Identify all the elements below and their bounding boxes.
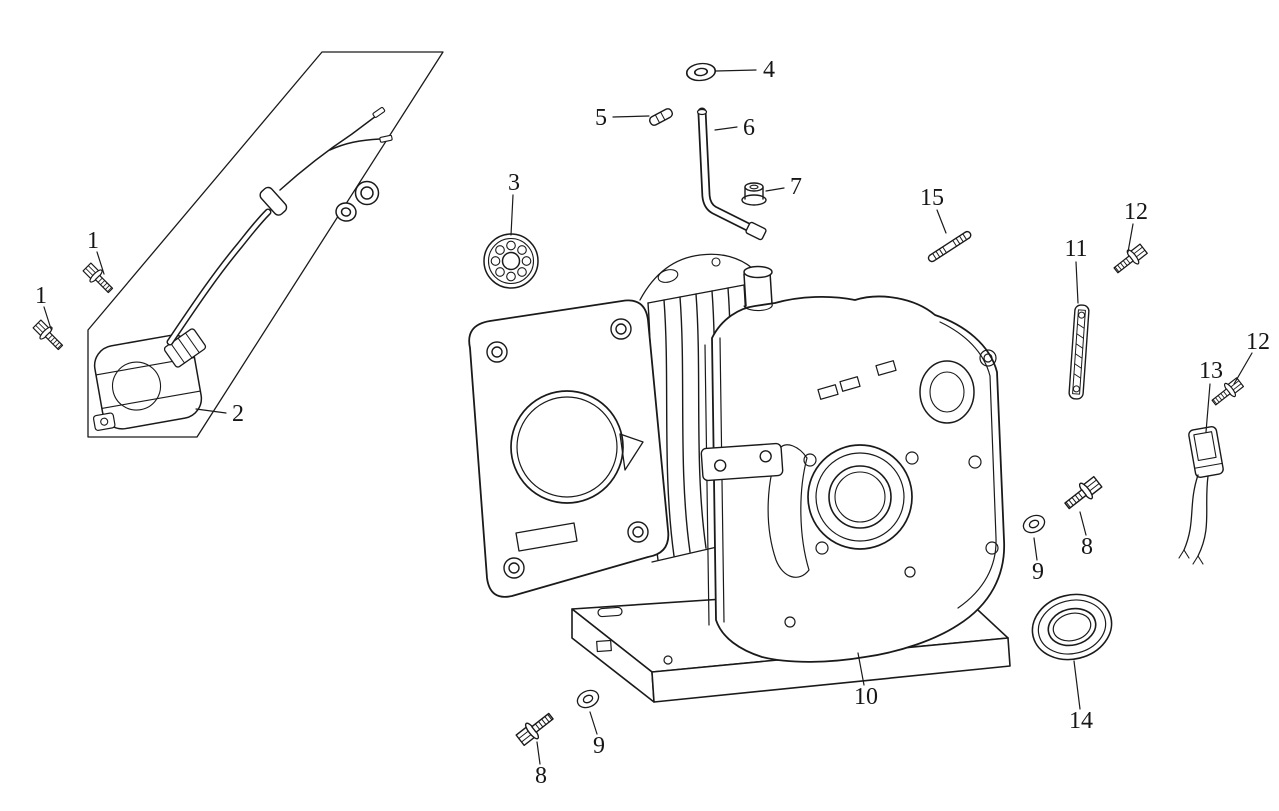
cdi-unit [1178,426,1224,565]
callout-5: 5 [595,105,607,131]
callout-4: 4 [763,57,775,83]
cylinder-head-face [468,299,670,598]
flange-bolt-1a [80,260,117,297]
washer-9b [574,686,602,712]
callout-9a: 9 [1032,559,1044,585]
flange-bolt-12a [1110,241,1150,278]
callout-14: 14 [1069,708,1093,734]
sealing-washer [685,61,717,83]
dowel-pin [649,108,673,126]
callout-1a: 1 [87,228,99,254]
callout-8a: 8 [1081,534,1093,560]
ignition-coil [92,106,393,431]
callout-12a: 12 [1124,199,1148,225]
callout-1b: 1 [35,283,47,309]
crankcase-body [700,265,1006,663]
callout-15: 15 [920,185,944,211]
callout-9b: 9 [593,733,605,759]
guide-strip [1068,304,1090,400]
callout-3: 3 [508,170,520,196]
breather-tube [696,107,767,241]
flange-bolt-8a [1060,473,1105,514]
flange-bolt-8b [513,708,558,749]
grommet-ring [335,202,357,222]
ball-bearing [483,233,539,289]
callout-7: 7 [790,174,802,200]
callout-8b: 8 [535,763,547,789]
flange-nut [741,182,767,206]
leader-lines [43,69,1253,765]
washer-9a [1020,511,1048,537]
callout-11: 11 [1064,236,1088,262]
callout-13: 13 [1199,358,1223,384]
terminal-nut [354,180,380,206]
coil-boundary-box [87,51,444,438]
callout-6: 6 [743,115,755,141]
oil-seal [1031,593,1113,661]
stud-bolt [926,229,973,264]
callout-2: 2 [232,401,244,427]
callout-12b: 12 [1246,329,1270,355]
callout-10: 10 [854,684,878,710]
